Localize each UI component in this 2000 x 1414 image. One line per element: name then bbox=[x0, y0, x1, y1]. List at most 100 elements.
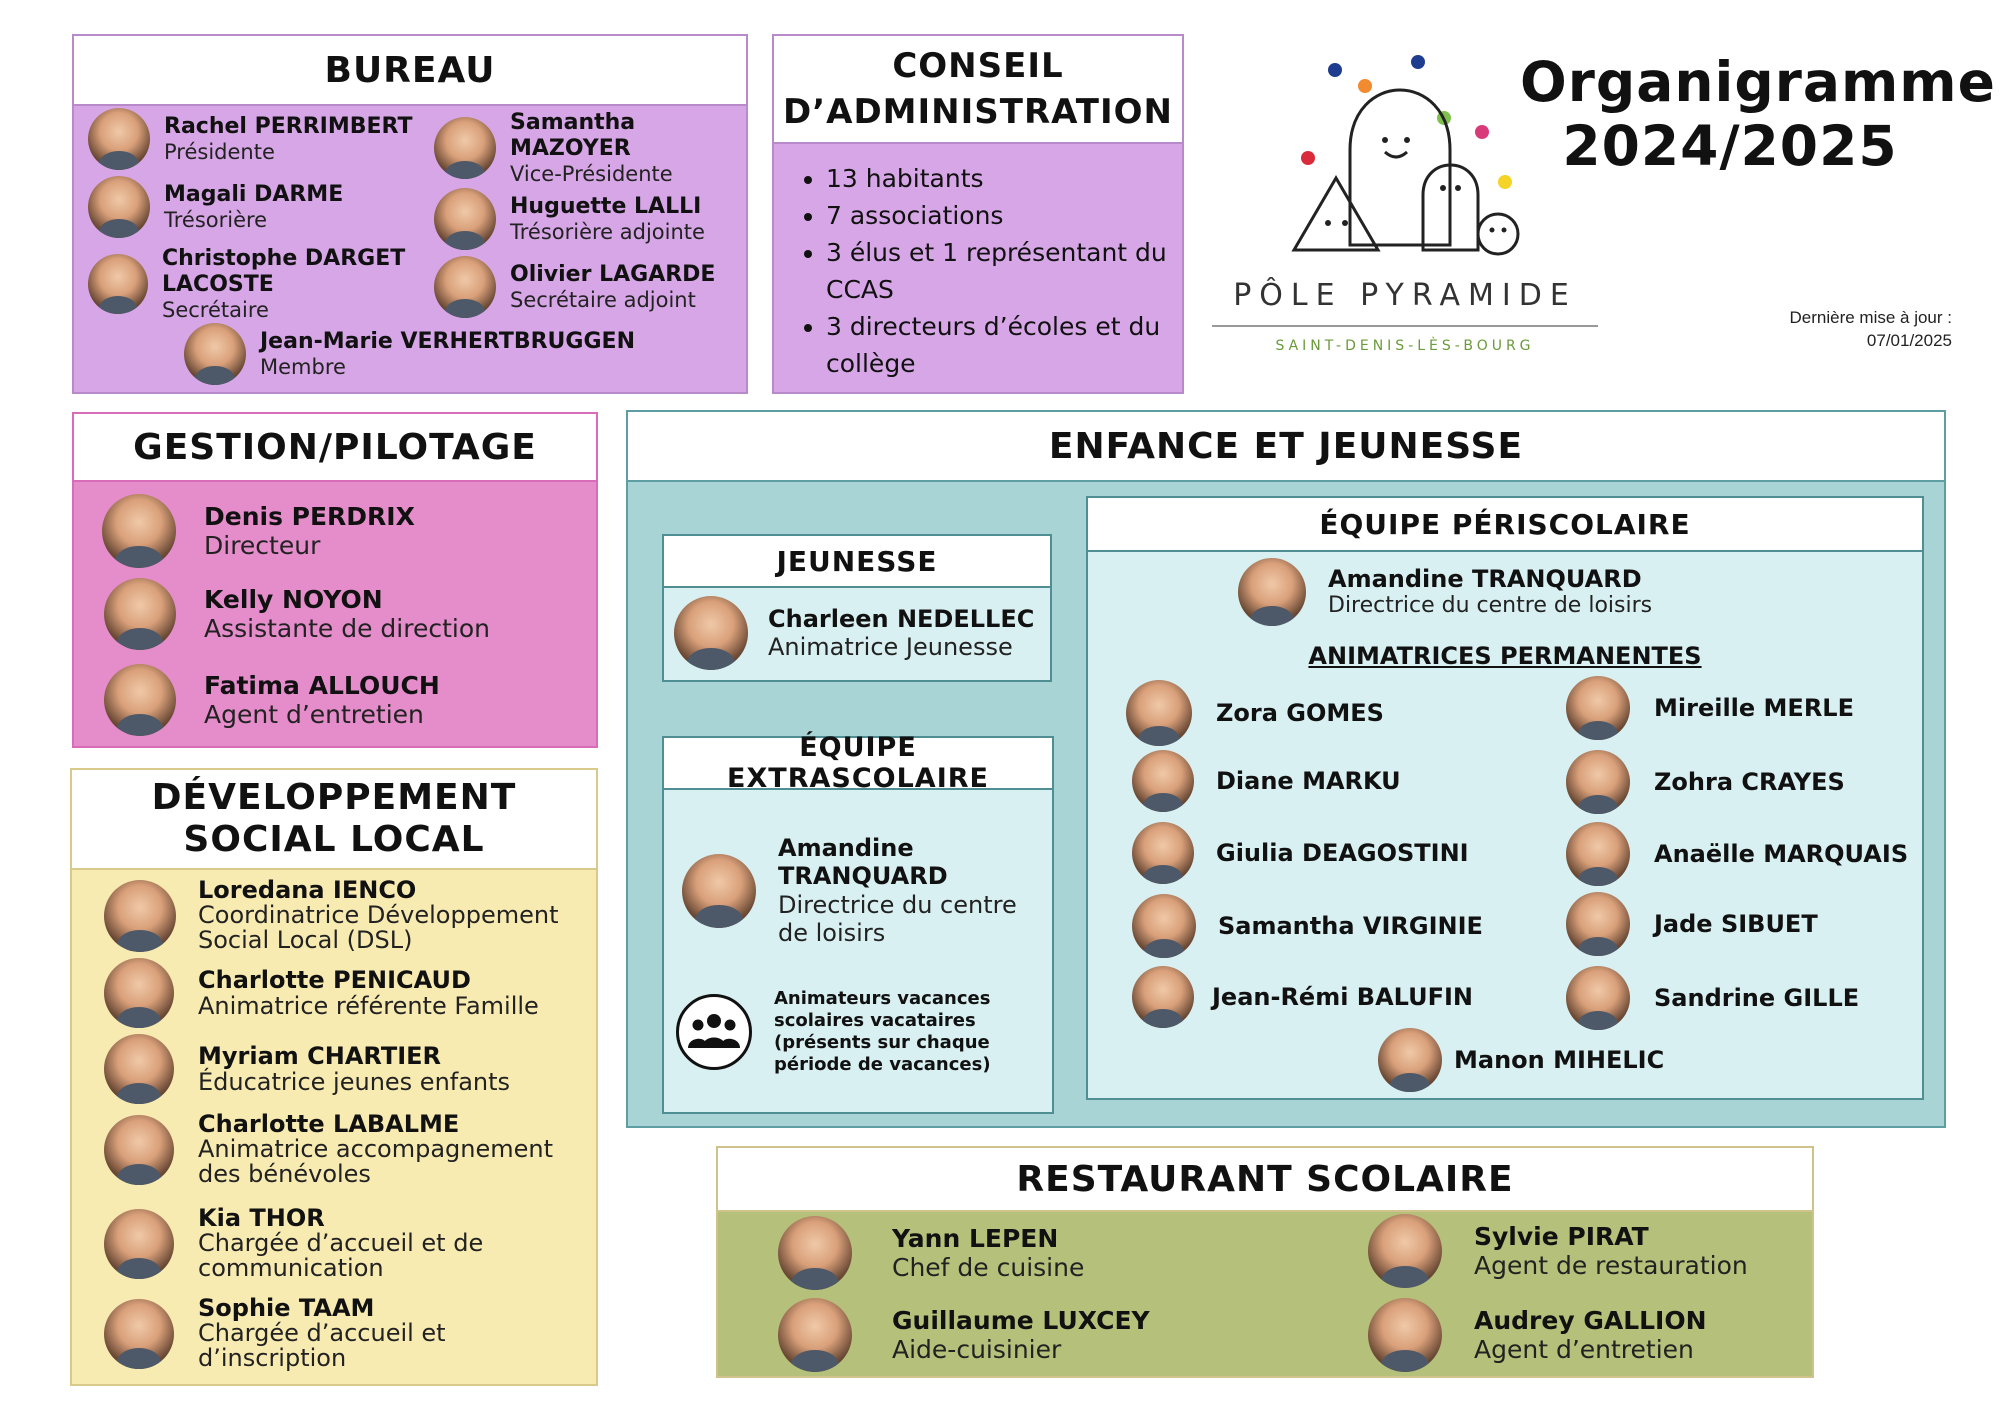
dsl-member: Charlotte PENICAUD Animatrice référente … bbox=[104, 958, 578, 1028]
member-role: Membre bbox=[260, 354, 346, 379]
member-role: Animatrice Jeunesse bbox=[768, 633, 1013, 661]
bureau-member: Olivier LAGARDE Secrétaire adjoint bbox=[434, 256, 715, 318]
periscolaire-title: ÉQUIPE PÉRISCOLAIRE bbox=[1088, 498, 1922, 552]
member-name: Anaëlle MARQUAIS bbox=[1654, 839, 1909, 868]
bureau-member: Samantha MAZOYER Vice-Présidente bbox=[434, 110, 710, 187]
member-name: Amandine TRANQUARD bbox=[1328, 564, 1642, 593]
conseil-item: 13 habitants bbox=[826, 160, 1216, 197]
gestion-section: GESTION/PILOTAGE Denis PERDRIX Directeur… bbox=[72, 412, 598, 748]
avatar bbox=[778, 1298, 852, 1372]
avatar bbox=[1566, 750, 1630, 814]
bureau-member: Jean-Marie VERHERTBRUGGEN Membre bbox=[184, 323, 635, 385]
avatar bbox=[1132, 894, 1196, 958]
member-role: Directrice du centre de loisirs bbox=[778, 890, 1017, 947]
member-name: Samantha MAZOYER bbox=[510, 110, 636, 161]
avatar bbox=[104, 1298, 174, 1369]
conseil-item: 7 associations bbox=[826, 197, 1216, 234]
group-icon bbox=[676, 994, 752, 1070]
avatar bbox=[104, 958, 174, 1028]
member-name: Charlotte PENICAUD bbox=[198, 965, 471, 994]
member-name: Guillaume LUXCEY bbox=[892, 1305, 1150, 1335]
conseil-item: 3 directeurs d’écoles et du collège bbox=[826, 308, 1216, 382]
animatrice-item: Jean-Rémi BALUFIN bbox=[1132, 966, 1473, 1028]
restaurant-member: Yann LEPEN Chef de cuisine bbox=[778, 1216, 1084, 1290]
member-role: Animatrice référente Famille bbox=[198, 992, 539, 1020]
logo-subtitle: SAINT-DENIS-LÈS-BOURG bbox=[1275, 338, 1535, 354]
bureau-section: BUREAU Rachel PERRIMBERT Présidente Sama… bbox=[72, 34, 748, 394]
page-title: Organigramme 2024/2025 bbox=[1520, 50, 1996, 178]
member-role: Éducatrice jeunes enfants bbox=[198, 1068, 511, 1096]
animatrice-item: Samantha VIRGINIE bbox=[1132, 894, 1483, 958]
dsl-section: DÉVELOPPEMENT SOCIAL LOCAL Loredana IENC… bbox=[70, 768, 598, 1386]
logo-mascot-icon bbox=[1291, 55, 1520, 256]
member-role: Directeur bbox=[204, 531, 321, 560]
member-name: Audrey GALLION bbox=[1474, 1305, 1707, 1335]
animatrice-item: Sandrine GILLE bbox=[1566, 966, 1859, 1030]
animatrice-item: Jade SIBUET bbox=[1566, 892, 1818, 956]
member-role: Coordinatrice Développement Social Local… bbox=[198, 901, 559, 955]
extrascolaire-vacataires: Animateurs vacances scolaires vacataires… bbox=[676, 988, 1024, 1076]
member-name: Sandrine GILLE bbox=[1654, 983, 1860, 1012]
bureau-member: Rachel PERRIMBERT Présidente bbox=[88, 108, 412, 170]
bureau-member: Christophe DARGET LACOSTE Secrétaire bbox=[88, 246, 412, 323]
member-name: Amandine TRANQUARD bbox=[778, 834, 948, 891]
member-role: Trésorière adjointe bbox=[510, 219, 705, 244]
member-name: Kelly NOYON bbox=[204, 584, 383, 614]
member-name: Diane MARKU bbox=[1216, 766, 1401, 795]
member-name: Manon MIHELIC bbox=[1454, 1045, 1665, 1074]
dsl-member: Sophie TAAM Chargée d’accueil et d’inscr… bbox=[104, 1294, 478, 1372]
member-name: Charleen NEDELLEC bbox=[768, 604, 1035, 633]
member-role: Vice-Présidente bbox=[510, 161, 673, 186]
jeunesse-title: JEUNESSE bbox=[664, 536, 1050, 588]
member-name: Denis PERDRIX bbox=[204, 501, 415, 531]
member-role: Secrétaire adjoint bbox=[510, 287, 696, 312]
restaurant-member: Audrey GALLION Agent d’entretien bbox=[1368, 1298, 1707, 1372]
dsl-member: Myriam CHARTIER Éducatrice jeunes enfant… bbox=[104, 1034, 578, 1104]
jeunesse-section: JEUNESSE Charleen NEDELLEC Animatrice Je… bbox=[662, 534, 1052, 682]
member-role: Agent de restauration bbox=[1474, 1251, 1748, 1280]
conseil-section: CONSEIL D’ADMINISTRATION 13 habitants 7 … bbox=[772, 34, 1184, 394]
avatar bbox=[1132, 750, 1194, 812]
member-role: Assistante de direction bbox=[204, 614, 490, 643]
avatar bbox=[88, 254, 148, 315]
last-update-date: 07/01/2025 bbox=[1866, 331, 1952, 350]
avatar bbox=[88, 176, 150, 238]
avatar bbox=[1132, 822, 1194, 884]
member-name: Christophe DARGET LACOSTE bbox=[162, 246, 406, 297]
member-name: Jade SIBUET bbox=[1654, 909, 1818, 938]
avatar bbox=[104, 664, 176, 736]
member-name: Olivier LAGARDE bbox=[510, 261, 716, 287]
dsl-member: Kia THOR Chargée d’accueil et de communi… bbox=[104, 1205, 498, 1282]
avatar bbox=[434, 188, 496, 250]
dsl-member: Loredana IENCO Coordinatrice Développeme… bbox=[104, 877, 578, 955]
avatar bbox=[104, 578, 176, 650]
restaurant-member: Guillaume LUXCEY Aide-cuisinier bbox=[778, 1298, 1150, 1372]
periscolaire-lead: Amandine TRANQUARD Directrice du centre … bbox=[1238, 558, 1652, 626]
restaurant-section: RESTAURANT SCOLAIRE Yann LEPEN Chef de c… bbox=[716, 1146, 1814, 1378]
gestion-member: Kelly NOYON Assistante de direction bbox=[104, 578, 490, 650]
avatar bbox=[434, 256, 496, 318]
dsl-member: Charlotte LABALME Animatrice accompagnem… bbox=[104, 1110, 588, 1188]
member-name: Jean-Rémi BALUFIN bbox=[1212, 982, 1473, 1011]
avatar bbox=[674, 596, 748, 670]
avatar bbox=[1368, 1214, 1442, 1288]
member-name: Sophie TAAM bbox=[198, 1294, 375, 1322]
jeunesse-member: Charleen NEDELLEC Animatrice Jeunesse bbox=[674, 596, 1034, 670]
member-role: Agent d’entretien bbox=[1474, 1335, 1694, 1364]
conseil-title: CONSEIL D’ADMINISTRATION bbox=[774, 36, 1182, 144]
gestion-member: Denis PERDRIX Directeur bbox=[102, 494, 415, 568]
avatar bbox=[1378, 1028, 1442, 1092]
member-name: Charlotte LABALME bbox=[198, 1110, 460, 1138]
bureau-title: BUREAU bbox=[74, 36, 746, 106]
avatar bbox=[682, 853, 756, 928]
member-name: Huguette LALLI bbox=[510, 193, 702, 219]
last-update: Dernière mise à jour : 07/01/2025 bbox=[1700, 306, 1952, 352]
avatar bbox=[104, 879, 176, 952]
animatrices-subtitle: ANIMATRICES PERMANENTES bbox=[1308, 642, 1702, 670]
avatar bbox=[1368, 1298, 1442, 1372]
avatar bbox=[104, 1114, 174, 1185]
logo-name: PÔLE PYRAMIDE bbox=[1233, 278, 1577, 313]
member-name: Zohra CRAYES bbox=[1654, 767, 1845, 796]
avatar bbox=[778, 1216, 852, 1290]
dsl-title: DÉVELOPPEMENT SOCIAL LOCAL bbox=[72, 770, 596, 870]
